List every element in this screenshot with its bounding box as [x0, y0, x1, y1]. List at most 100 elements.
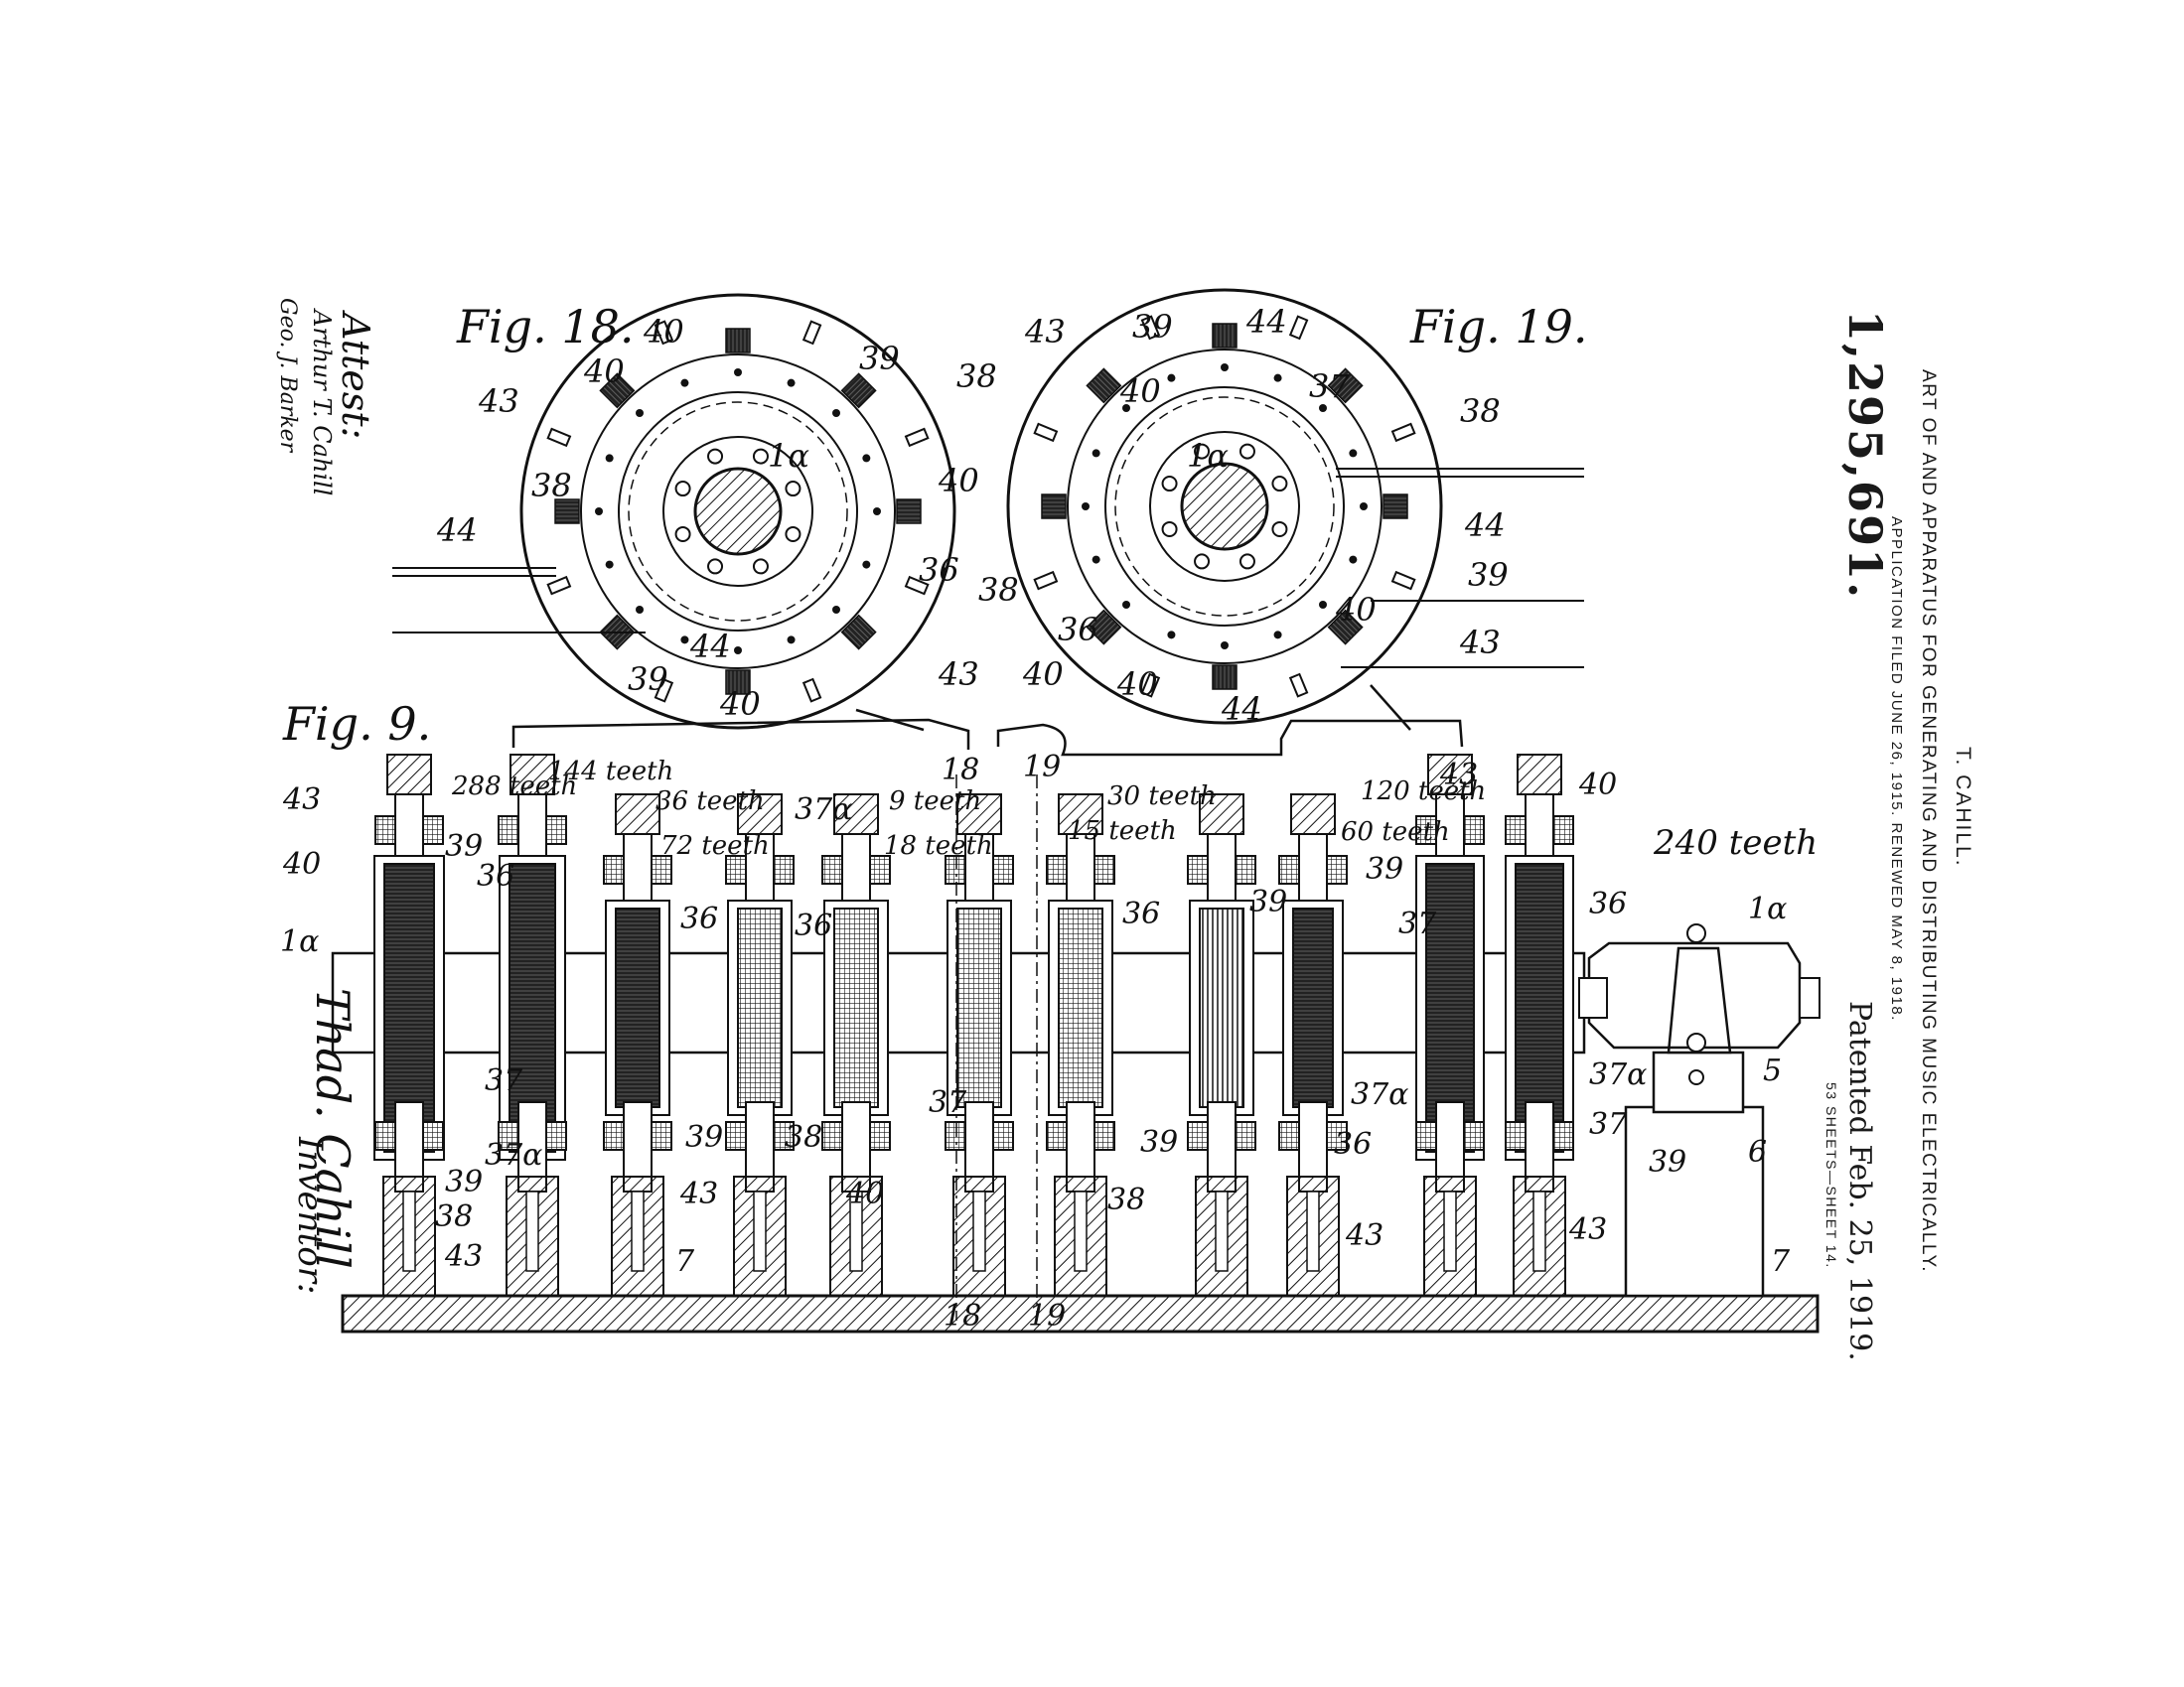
- stator-hole: [1274, 631, 1282, 638]
- hub-bolt: [676, 527, 690, 541]
- fig9-callout: 7: [675, 1244, 695, 1279]
- rotor-assembly: [946, 794, 1013, 1296]
- rotor-wheel: [957, 909, 1001, 1107]
- clamp: [803, 322, 820, 344]
- inventor-name: T. CAHILL.: [1951, 747, 1974, 868]
- fig9-callout: 38: [1107, 1183, 1145, 1217]
- fig9-callout: 37α: [795, 792, 852, 827]
- rotor-assembly: [822, 794, 890, 1296]
- stator-hole: [862, 561, 870, 569]
- rotor-wheel: [738, 909, 782, 1107]
- rotor-assembly: [1506, 755, 1573, 1296]
- rotor-assembly: [1279, 794, 1347, 1296]
- stator-hole: [832, 606, 840, 614]
- hub-bolt: [708, 559, 722, 573]
- hub-bolt: [1240, 554, 1254, 568]
- fig9-callout: 39: [1249, 885, 1287, 919]
- attest-signature-2: Geo. J. Barker: [275, 298, 300, 452]
- rotor-assembly: [726, 794, 794, 1296]
- fig19-title: Fig. 19.: [1409, 300, 1587, 353]
- pole-coil: [1042, 494, 1066, 518]
- hub-bolt: [676, 482, 690, 495]
- clamp: [1035, 424, 1057, 441]
- fig9-callout: 36: [477, 859, 514, 894]
- attest-label: Attest:: [334, 313, 377, 439]
- application-line: APPLICATION FILED JUNE 26, 1915. RENEWED…: [1888, 516, 1905, 1022]
- fig9-callout: 18: [942, 753, 979, 787]
- rotor-assembly: [604, 794, 671, 1296]
- fig9-callout: 43: [1439, 758, 1478, 792]
- fig18-title: Fig. 18.: [456, 300, 634, 353]
- fig9-callout: 7: [1771, 1244, 1791, 1279]
- fig19-callout: 38: [1460, 392, 1501, 430]
- fig9-callout: 39: [1140, 1125, 1178, 1160]
- fig9-callout: 36: [1589, 887, 1627, 921]
- fig9-callout: 40: [1578, 768, 1617, 802]
- fig19-callout: 44: [1245, 303, 1287, 341]
- fig18-callout: 38: [956, 357, 997, 395]
- fig19-callout: 40: [1335, 591, 1377, 629]
- pedestal-bolt: [632, 1192, 644, 1271]
- inventor-signature: Thad. Cahill: [306, 988, 360, 1269]
- stator-hole: [1092, 449, 1100, 457]
- stator-hole: [1122, 601, 1130, 609]
- stator-hole: [595, 507, 603, 515]
- stator-hole: [636, 606, 644, 614]
- fig9-callout: 36: [1334, 1127, 1372, 1162]
- hub-bolt: [708, 450, 722, 464]
- fig9-callout: 37: [1589, 1107, 1628, 1142]
- fig18-callout: 44: [689, 628, 731, 665]
- fig9-callout: 38: [785, 1120, 822, 1155]
- stator-hole: [1349, 449, 1357, 457]
- fig19-callout: 39: [1468, 556, 1509, 594]
- fig9-callout: 43: [444, 1239, 483, 1274]
- fig18-callout: 43: [938, 655, 979, 693]
- fig18-callout: 43: [478, 382, 519, 420]
- fig9-callout: 6: [1748, 1135, 1767, 1170]
- fig9-title: Fig. 9.: [282, 697, 431, 751]
- teeth-label: 240 teeth: [1653, 823, 1818, 863]
- stator-hole: [1167, 374, 1175, 382]
- fig9-callout: 37α: [1589, 1057, 1647, 1092]
- hub-bolt: [754, 559, 768, 573]
- rotor-assembly: [374, 755, 444, 1296]
- fig9-callout: 38: [435, 1199, 473, 1234]
- fig18-callout: 40: [938, 462, 979, 499]
- hub-bolt: [786, 527, 800, 541]
- stator-hole: [636, 409, 644, 417]
- fig9-callout: 37: [1398, 907, 1437, 941]
- fig9-callout: 37: [485, 1063, 523, 1098]
- hub-bolt: [1240, 445, 1254, 459]
- stator-hole: [606, 454, 614, 462]
- fig19-callout: 40: [1022, 655, 1064, 693]
- teeth-label: 72 teeth: [660, 831, 770, 861]
- fig9-callout: 19: [1028, 1299, 1066, 1334]
- teeth-label: 15 teeth: [1068, 816, 1177, 846]
- pedestal-bolt: [1444, 1192, 1456, 1271]
- fig18-callout: 1α: [768, 437, 809, 475]
- teeth-label: 60 teeth: [1341, 817, 1450, 847]
- fig9-callout: 5: [1763, 1054, 1782, 1088]
- clamp: [1290, 317, 1307, 339]
- rotor-wheel: [1059, 909, 1102, 1107]
- fig9-callout: 40: [845, 1177, 884, 1211]
- fig9-callout: 39: [685, 1120, 723, 1155]
- stator-hole: [862, 454, 870, 462]
- fig19-callout: 39: [1132, 308, 1173, 346]
- clamp: [1392, 572, 1414, 589]
- patent-title: ART OF AND APPARATUS FOR GENERATING AND …: [1917, 369, 1939, 1273]
- fig9-callout: 43: [282, 782, 321, 817]
- hub-bolt: [1163, 477, 1177, 491]
- fig19-callout: 36: [1058, 611, 1098, 648]
- clamp: [906, 429, 928, 446]
- pedestal-bolt: [1307, 1192, 1319, 1271]
- fig19-callout: 37: [1309, 367, 1350, 405]
- stator-hole: [1319, 601, 1327, 609]
- hub-bolt: [1272, 477, 1286, 491]
- shaft-section: [1182, 464, 1267, 549]
- frame-block: [387, 755, 431, 794]
- rotor-wheel: [1293, 909, 1333, 1107]
- clamp: [548, 429, 570, 446]
- hub-bolt: [1195, 554, 1209, 568]
- fig9-callout: 40: [282, 847, 321, 882]
